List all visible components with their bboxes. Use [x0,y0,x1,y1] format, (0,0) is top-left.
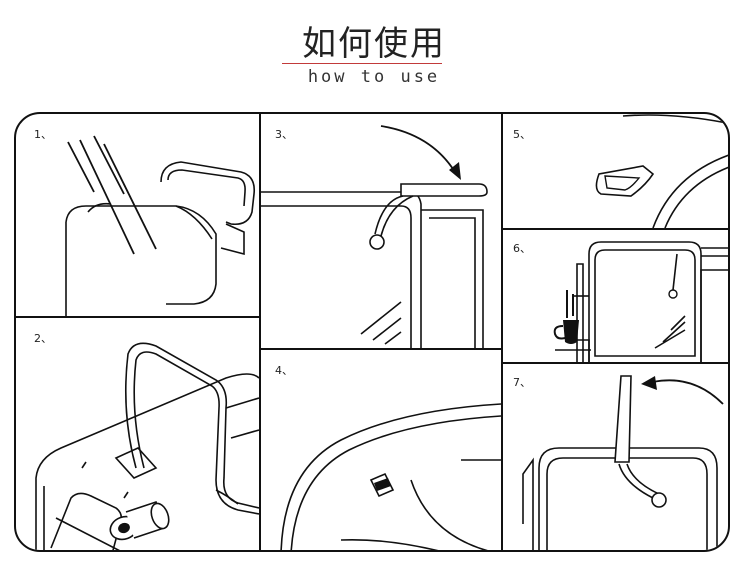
step-6-panel: 6、 [503,230,728,362]
divider-step5-step6 [503,228,728,230]
arrow-up-icon [652,379,724,405]
step-5-number: 5、 [513,128,531,141]
divider-vertical-right [501,114,503,550]
step-7-number: 7、 [513,376,531,389]
arrow-down-icon [380,125,456,173]
lever-up-illustration [522,375,724,550]
drawer-illustration [280,403,501,550]
capsule-insert-illustration [35,342,259,550]
page-title: 如何使用 [302,24,446,64]
page-subtitle: how to use [307,67,441,87]
step-1-number: 1、 [34,128,52,141]
instructions-frame: 1、 2、 [14,112,730,552]
water-tank-illustration [65,135,256,316]
capsule-icon [118,522,130,534]
step-7-panel: 7、 [503,364,728,550]
divider-vertical-left [259,114,261,550]
step-3-panel: 3、 [261,114,501,348]
step-4-number: 4、 [275,364,293,377]
divider-step3-step4 [261,348,501,350]
step-1-panel: 1、 [16,114,259,316]
step-5-panel: 5、 [503,114,728,228]
step-3-number: 3、 [275,128,293,141]
cup-tray-illustration [595,114,728,228]
step-2-panel: 2、 [16,318,259,550]
cup-icon [604,175,641,191]
step-4-panel: 4、 [261,350,501,550]
divider-step1-step2 [16,316,259,318]
title-underline [282,63,442,64]
lever-down-illustration [261,125,488,348]
divider-step6-step7 [503,362,728,364]
coffee-cup-icon [553,290,579,344]
step-6-number: 6、 [513,242,531,255]
coffee-dispense-illustration [553,241,728,362]
step-2-number: 2、 [34,332,52,345]
